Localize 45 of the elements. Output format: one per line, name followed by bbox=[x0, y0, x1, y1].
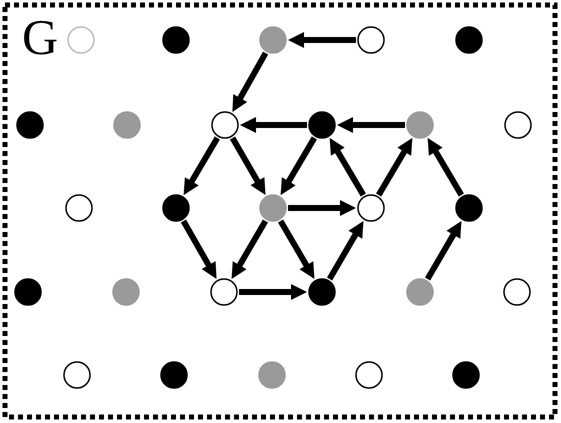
arrow bbox=[180, 220, 220, 280]
lattice-site bbox=[503, 278, 531, 306]
lattice-site bbox=[406, 278, 434, 306]
lattice-site bbox=[258, 361, 286, 389]
arrow bbox=[228, 219, 268, 281]
panel-letter: G bbox=[22, 12, 58, 62]
lattice-site bbox=[210, 278, 238, 306]
lattice-site bbox=[259, 194, 287, 222]
arrow bbox=[230, 52, 268, 114]
arrow bbox=[278, 219, 318, 281]
lattice-site bbox=[259, 26, 287, 54]
arrow bbox=[181, 136, 220, 197]
lattice-site bbox=[113, 111, 141, 139]
lattice-site bbox=[112, 278, 140, 306]
arrow bbox=[288, 200, 356, 216]
lattice-site bbox=[308, 111, 336, 139]
lattice-site bbox=[406, 111, 434, 139]
arrow bbox=[327, 136, 366, 197]
lattice-site bbox=[355, 361, 383, 389]
lattice-site bbox=[162, 26, 190, 54]
lattice-site bbox=[452, 361, 480, 389]
arrow bbox=[376, 136, 415, 197]
arrow bbox=[230, 136, 268, 197]
lattice-site bbox=[504, 111, 532, 139]
arrow bbox=[239, 284, 307, 300]
arrow bbox=[425, 136, 464, 197]
lattice-site bbox=[63, 361, 91, 389]
lattice-site bbox=[211, 111, 239, 139]
arrow bbox=[337, 117, 405, 133]
arrow bbox=[288, 32, 356, 48]
lattice-site bbox=[65, 194, 93, 222]
lattice-site bbox=[160, 361, 188, 389]
lattice-site bbox=[357, 194, 385, 222]
arrow bbox=[424, 219, 464, 281]
lattice-site bbox=[14, 278, 42, 306]
arrow bbox=[278, 136, 317, 197]
arrow bbox=[240, 117, 307, 133]
lattice-site bbox=[16, 111, 44, 139]
lattice-site bbox=[67, 26, 95, 54]
arrow bbox=[326, 219, 366, 281]
lattice-site bbox=[162, 194, 190, 222]
lattice-site bbox=[455, 26, 483, 54]
lattice-site bbox=[455, 194, 483, 222]
lattice-site bbox=[357, 26, 385, 54]
lattice-site bbox=[308, 278, 336, 306]
